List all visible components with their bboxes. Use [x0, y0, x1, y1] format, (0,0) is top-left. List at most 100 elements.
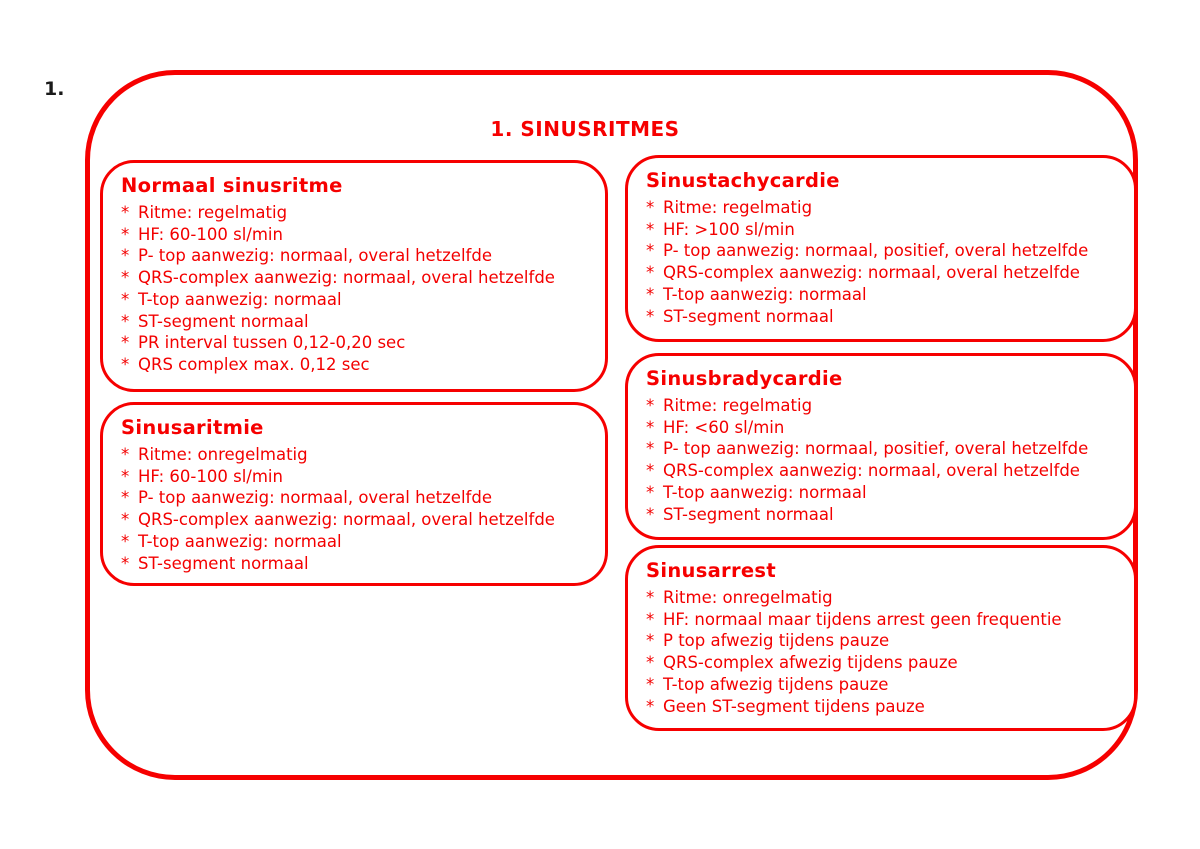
- card-sinustachycardie: Sinustachycardie *Ritme: regelmatig*HF: …: [625, 155, 1137, 342]
- list-item-text: QRS complex max. 0,12 sec: [138, 354, 370, 374]
- asterisk-bullet: *: [646, 263, 655, 283]
- list-item-text: T-top aanwezig: normaal: [663, 284, 867, 304]
- list-item-text: QRS-complex aanwezig: normaal, overal he…: [663, 263, 1080, 283]
- list-item-text: T-top afwezig tijdens pauze: [663, 674, 889, 694]
- asterisk-bullet: *: [646, 306, 655, 326]
- card-sinusaritmie: Sinusaritmie * Ritme: onregelmatig * HF: 60…: [100, 402, 608, 586]
- list-item-text: Ritme: regelmatig: [138, 203, 288, 222]
- asterisk-bullet: *: [646, 461, 655, 481]
- list-item-text: HF: 60-100 sl/min: [138, 224, 283, 244]
- asterisk-bullet: *: [121, 466, 130, 486]
- asterisk-bullet: *: [646, 198, 655, 217]
- list-item: * Ritme: regelmatig: [121, 202, 591, 224]
- asterisk-bullet: *: [121, 354, 130, 374]
- list-item: * P top afwezig tijdens pauze: [646, 630, 1120, 652]
- list-item-text: HF: 60-100 sl/min: [138, 466, 283, 486]
- asterisk-bullet: *: [121, 488, 130, 508]
- card-heading: Sinusarrest: [646, 559, 776, 582]
- list-item-text: HF: <60 sl/min: [663, 417, 785, 437]
- page-title: 1. SINUSRITMES: [490, 117, 680, 141]
- asterisk-bullet: *: [646, 241, 655, 261]
- list-item: * P- top aanwezig: normaal, positief, ove…: [646, 438, 1120, 460]
- list-item: * PR interval tussen 0,12-0,20 sec: [121, 332, 591, 354]
- list-item: * HF: <60 sl/min: [646, 417, 1120, 439]
- asterisk-bullet: *: [646, 504, 655, 524]
- asterisk-bullet: *: [646, 396, 655, 415]
- list-item-text: HF: normaal maar tijdens arrest geen fre…: [663, 609, 1062, 629]
- card-sinusbradycardie: Sinusbradycardie * Ritme: regelmatig * HF: …: [625, 353, 1137, 540]
- card-heading: Sinustachycardie: [646, 169, 840, 192]
- card-item-list: * Ritme: regelmatig * HF: <60 sl/min * P- top…: [646, 395, 1120, 525]
- list-item: * QRS-complex aanwezig: normaal, overal h…: [646, 262, 1120, 284]
- list-item: * ST-segment normaal: [121, 553, 591, 575]
- card-normaal-sinusritme: Normaal sinusritme * Ritme: regelmatig * HF…: [100, 160, 608, 392]
- asterisk-bullet: *: [646, 653, 655, 673]
- list-item-text: P- top aanwezig: normaal, positief, over…: [663, 439, 1089, 459]
- list-item: * HF: 60-100 sl/min: [121, 224, 591, 246]
- asterisk-bullet: *: [121, 268, 130, 288]
- list-item: *T-top afwezig tijdens pauze: [646, 674, 1120, 696]
- list-item-text: P- top aanwezig: normaal, overal hetzelf…: [138, 246, 492, 266]
- list-item-text: P- top aanwezig: normaal, positief, over…: [663, 241, 1089, 261]
- list-item: *QRS-complex aanwezig: normaal, overal h…: [646, 460, 1120, 482]
- list-item-text: T-top aanwezig: normaal: [138, 531, 342, 551]
- list-item-text: HF: >100 sl/min: [663, 219, 795, 239]
- list-item-text: Ritme: regelmatig: [663, 396, 813, 415]
- list-item-text: Geen ST-segment tijdens pauze: [663, 696, 925, 716]
- asterisk-bullet: *: [121, 510, 130, 530]
- list-item: *Ritme: onregelmatig: [646, 587, 1120, 609]
- card-heading: Sinusbradycardie: [646, 367, 843, 390]
- list-item: * ST-segment normaal: [646, 306, 1120, 328]
- list-item-text: Ritme: regelmatig: [663, 198, 813, 217]
- asterisk-bullet: *: [646, 588, 655, 607]
- asterisk-bullet: *: [646, 417, 655, 437]
- asterisk-bullet: *: [646, 696, 655, 716]
- list-item-text: ST-segment normaal: [663, 504, 834, 524]
- list-item-text: ST-segment normaal: [138, 553, 309, 573]
- list-item: * Geen ST-segment tijdens pauze: [646, 696, 1120, 718]
- asterisk-bullet: *: [646, 439, 655, 459]
- card-item-list: *Ritme: regelmatig*HF: >100 sl/min*P- to…: [646, 197, 1120, 327]
- list-item: *HF: >100 sl/min: [646, 219, 1120, 241]
- list-item-text: QRS-complex aanwezig: normaal, overal he…: [138, 510, 555, 530]
- list-item: * QRS complex max. 0,12 sec: [121, 354, 591, 376]
- asterisk-bullet: *: [646, 609, 655, 629]
- card-item-list: * Ritme: onregelmatig * HF: 60-100 sl/min * P…: [121, 444, 591, 574]
- list-item-text: PR interval tussen 0,12-0,20 sec: [138, 333, 406, 353]
- list-item: * P- top aanwezig: normaal, positief, ove…: [646, 240, 1120, 262]
- list-item: * ST-segment normaal: [646, 504, 1120, 526]
- asterisk-bullet: *: [121, 553, 130, 573]
- card-sinusarrest: Sinusarrest *Ritme: onregelmatig*HF: nor…: [625, 545, 1137, 731]
- list-item-text: T-top aanwezig: normaal: [663, 482, 867, 502]
- list-item: *T-top aanwezig: normaal: [121, 289, 591, 311]
- card-item-list: *Ritme: onregelmatig*HF: normaal maar ti…: [646, 587, 1120, 717]
- list-item: * QRS-complex aanwezig: normaal, overal h…: [121, 509, 591, 531]
- list-item: * QRS-complex afwezig tijdens pauze: [646, 652, 1120, 674]
- list-item-text: ST-segment normaal: [663, 306, 834, 326]
- asterisk-bullet: *: [121, 203, 130, 222]
- asterisk-bullet: *: [121, 333, 130, 353]
- list-item-text: Ritme: onregelmatig: [138, 445, 308, 464]
- asterisk-bullet: *: [121, 445, 130, 464]
- list-item: *P- top aanwezig: normaal, overal hetzel…: [121, 245, 591, 267]
- list-item-text: ST-segment normaal: [138, 311, 309, 331]
- list-item: * HF: normaal maar tijdens arrest geen fr…: [646, 609, 1120, 631]
- card-heading: Sinusaritmie: [121, 416, 264, 439]
- asterisk-bullet: *: [646, 482, 655, 502]
- list-item-text: P- top aanwezig: normaal, overal hetzelf…: [138, 488, 492, 508]
- list-item-text: QRS-complex aanwezig: normaal, overal he…: [138, 268, 555, 288]
- asterisk-bullet: *: [121, 224, 130, 244]
- page-number-label: 1.: [44, 78, 65, 100]
- asterisk-bullet: *: [646, 284, 655, 304]
- list-item: * Ritme: regelmatig: [646, 395, 1120, 417]
- list-item: * T-top aanwezig: normaal: [646, 284, 1120, 306]
- asterisk-bullet: *: [121, 289, 130, 309]
- list-item-text: P top afwezig tijdens pauze: [663, 631, 890, 651]
- asterisk-bullet: *: [121, 311, 130, 331]
- card-heading: Normaal sinusritme: [121, 174, 343, 197]
- asterisk-bullet: *: [646, 631, 655, 651]
- list-item-text: QRS-complex afwezig tijdens pauze: [663, 653, 958, 673]
- list-item: * ST-segment normaal: [121, 311, 591, 333]
- list-item: * Ritme: regelmatig: [646, 197, 1120, 219]
